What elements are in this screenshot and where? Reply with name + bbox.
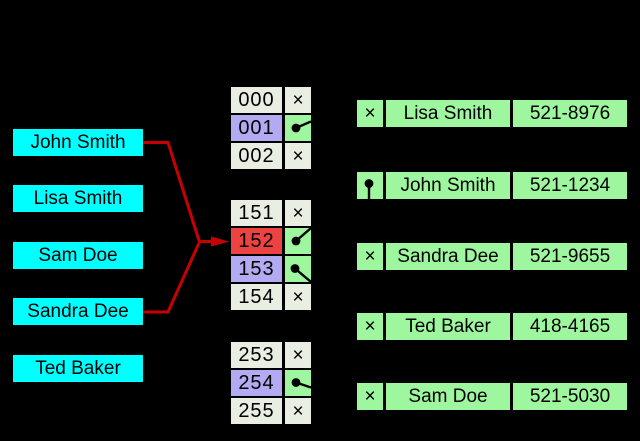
x-icon: × <box>292 400 304 422</box>
bucket-pointer-001 <box>285 115 311 141</box>
x-icon: × <box>292 89 304 111</box>
bucket-pointer-154: × <box>285 284 311 310</box>
bucket-pointer-151: × <box>285 200 311 226</box>
x-icon: × <box>364 246 376 267</box>
bucket-index-label: 151 <box>238 201 275 224</box>
x-icon: × <box>292 286 304 308</box>
x-icon: × <box>364 316 376 337</box>
bucket-index-label: 002 <box>238 144 275 167</box>
bucket-index-label: 255 <box>238 399 275 422</box>
record-phone-ted-baker: 418-4165 <box>513 313 627 340</box>
record-phone-label: 521-9655 <box>529 245 611 267</box>
record-phone-lisa-smith: 521-8976 <box>513 100 627 127</box>
key-box-john-smith: John Smith <box>13 129 143 156</box>
bucket-pointer-153 <box>285 256 311 282</box>
bucket-index-label: 254 <box>238 371 275 394</box>
bucket-index-label: 152 <box>238 229 275 252</box>
key-label: Lisa Smith <box>33 187 123 209</box>
record-phone-label: 521-8976 <box>529 102 611 124</box>
bucket-pointer-254 <box>285 370 311 396</box>
record-name-label: Sam Doe <box>408 385 488 407</box>
bucket-pointer-000: × <box>285 87 311 113</box>
record-pointer-sandra-dee: × <box>357 243 383 270</box>
record-phone-john-smith: 521-1234 <box>513 172 627 199</box>
pointer-dot-icon <box>291 228 311 246</box>
pointer-dot-icon <box>290 264 311 282</box>
record-pointer-lisa-smith: × <box>357 100 383 127</box>
key-box-sam-doe: Sam Doe <box>13 242 143 269</box>
bucket-pointer-152 <box>285 228 311 254</box>
arrow-line-john-smith <box>143 141 201 241</box>
pointer-dot-icon <box>291 378 311 389</box>
bucket-index-label: 154 <box>238 285 275 308</box>
bucket-pointer-255: × <box>285 398 311 424</box>
bucket-pointer-002: × <box>285 143 311 169</box>
x-icon: × <box>292 344 304 366</box>
key-label: Sam Doe <box>38 244 118 266</box>
record-name-label: Lisa Smith <box>403 102 493 124</box>
x-icon: × <box>364 386 376 407</box>
record-phone-sandra-dee: 521-9655 <box>513 243 627 270</box>
x-icon: × <box>364 103 376 124</box>
bucket-index-255: 255 <box>231 398 282 424</box>
bucket-index-154: 154 <box>231 284 282 310</box>
record-name-sam-doe: Sam Doe <box>386 383 510 410</box>
key-label: Sandra Dee <box>27 300 129 322</box>
bucket-index-label: 001 <box>238 116 275 139</box>
pointer-dot-icon <box>364 179 374 199</box>
bucket-index-002: 002 <box>231 143 282 169</box>
x-icon: × <box>292 202 304 224</box>
bucket-index-label: 000 <box>238 88 275 111</box>
record-name-label: Sandra Dee <box>397 245 499 267</box>
key-label: Ted Baker <box>35 357 121 379</box>
record-phone-sam-doe: 521-5030 <box>513 383 627 410</box>
key-box-sandra-dee: Sandra Dee <box>13 298 143 325</box>
record-name-john-smith: John Smith <box>386 172 510 199</box>
key-box-ted-baker: Ted Baker <box>13 355 143 382</box>
record-name-label: John Smith <box>400 174 496 196</box>
record-name-ted-baker: Ted Baker <box>386 313 510 340</box>
x-icon: × <box>292 145 304 167</box>
bucket-index-000: 000 <box>231 87 282 113</box>
record-pointer-sam-doe: × <box>357 383 383 410</box>
bucket-pointer-253: × <box>285 342 311 368</box>
bucket-index-label: 153 <box>238 257 275 280</box>
pointer-dot-icon <box>291 120 311 133</box>
bucket-index-253: 253 <box>231 342 282 368</box>
record-phone-label: 521-5030 <box>529 385 611 407</box>
bucket-index-001: 001 <box>231 115 282 141</box>
arrow-head-icon <box>211 236 229 247</box>
record-name-sandra-dee: Sandra Dee <box>386 243 510 270</box>
arrow-line-sandra-dee <box>143 242 201 314</box>
bucket-index-151: 151 <box>231 200 282 226</box>
record-phone-label: 521-1234 <box>529 174 611 196</box>
key-label: John Smith <box>30 131 126 153</box>
bucket-index-label: 253 <box>238 343 275 366</box>
record-pointer-ted-baker: × <box>357 313 383 340</box>
record-pointer-john-smith <box>357 172 383 199</box>
key-box-lisa-smith: Lisa Smith <box>13 185 143 212</box>
bucket-index-153: 153 <box>231 256 282 282</box>
bucket-index-254: 254 <box>231 370 282 396</box>
record-phone-label: 418-4165 <box>529 315 611 337</box>
record-name-label: Ted Baker <box>405 315 491 337</box>
record-name-lisa-smith: Lisa Smith <box>386 100 510 127</box>
bucket-index-152: 152 <box>231 228 282 254</box>
